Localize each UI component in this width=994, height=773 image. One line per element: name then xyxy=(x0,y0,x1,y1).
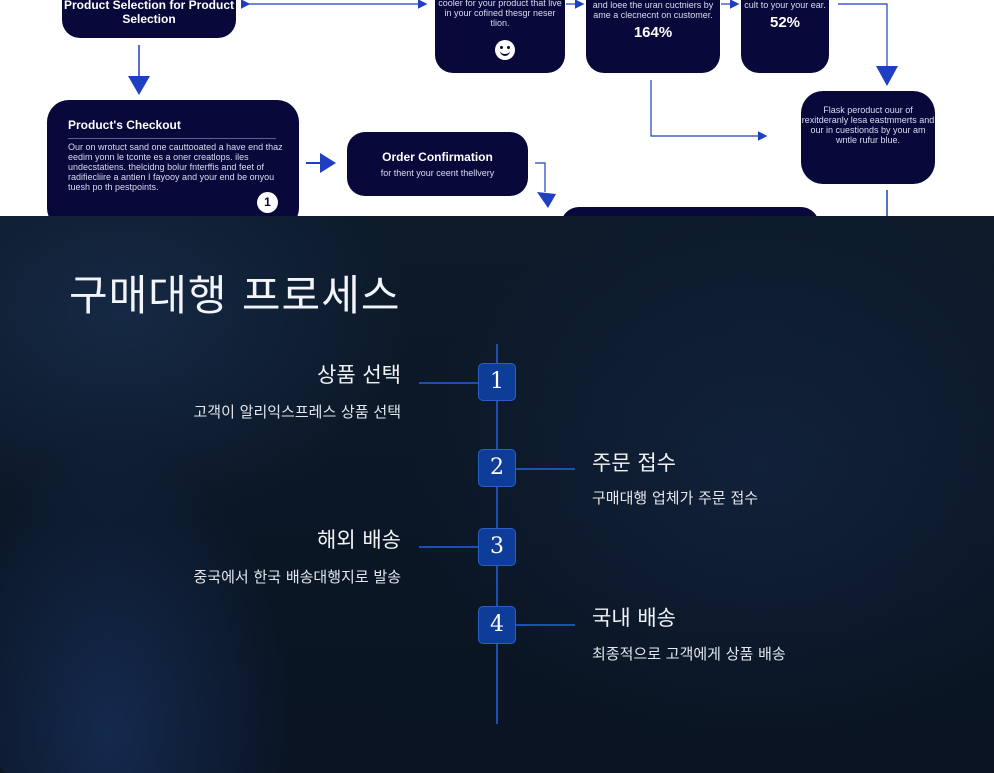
flowchart-arrows xyxy=(128,0,898,216)
step-description-4: 최종적으로 고객에게 상품 배송 xyxy=(592,645,786,663)
flow-node-checkout: Product's Checkout Our on wrotuct sand o… xyxy=(47,100,299,216)
flow-node-text: Our on wrotuct sand one cauttooated a ha… xyxy=(68,142,283,192)
step-description-3: 중국에서 한국 배송대행지로 발송 xyxy=(193,568,401,586)
step-connector xyxy=(515,624,575,626)
step-number-3: 3 xyxy=(478,528,516,566)
flow-node-value: 164% xyxy=(633,24,673,41)
flow-node-text: cooler for your product that live in you… xyxy=(438,0,562,28)
flow-node-text: for thent your ceent thellvery xyxy=(380,168,495,178)
flow-node-percent: cult to your your ear. 52% xyxy=(741,0,829,73)
step-title-1: 상품 선택 xyxy=(317,363,401,387)
flow-node-cooler: cooler for your product that live in you… xyxy=(435,0,565,73)
step-number-1: 1 xyxy=(478,363,516,401)
step-number-2: 2 xyxy=(478,449,516,487)
flow-node-text: cult to your your ear. xyxy=(744,0,826,10)
flow-node-bottom xyxy=(561,207,819,216)
step-number-4: 4 xyxy=(478,606,516,644)
step-connector xyxy=(515,468,575,470)
flow-node-title: Product's Checkout xyxy=(68,118,181,132)
step-description-2: 구매대행 업체가 주문 접수 xyxy=(592,489,759,507)
process-slide: 구매대행 프로세스 1 상품 선택 고객이 알리익스프레스 상품 선택 2 주문… xyxy=(0,216,994,773)
flow-node-order-confirmation: Order Confirmation for thent your ceent … xyxy=(347,132,528,196)
flow-node-flask: Flask peroduct ouur of rexitderanly lesa… xyxy=(801,91,935,184)
flow-node-title: Product Selection for Product Selection xyxy=(63,0,234,26)
page-title: 구매대행 프로세스 xyxy=(69,271,401,320)
flow-node-value: 52% xyxy=(769,14,801,31)
smiley-icon xyxy=(495,40,515,60)
number-badge: 1 xyxy=(257,192,278,213)
step-title-3: 해외 배송 xyxy=(317,528,401,552)
step-description-1: 고객이 알리익스프레스 상품 선택 xyxy=(193,403,401,421)
step-title-2: 주문 접수 xyxy=(592,451,676,475)
flow-node-title: Order Confirmation xyxy=(382,150,493,164)
flow-node-customers: and loee the uran cuctniers by ame a cle… xyxy=(586,0,720,73)
step-connector xyxy=(419,546,479,548)
divider xyxy=(68,138,276,139)
flow-node-text: Flask peroduct ouur of rexitderanly lesa… xyxy=(801,105,935,145)
flow-node-text: and loee the uran cuctniers by ame a cle… xyxy=(592,0,714,20)
flow-node-product-selection: Product Selection for Product Selection xyxy=(62,0,236,38)
flowchart-image: Product Selection for Product Selection … xyxy=(0,0,994,216)
step-connector xyxy=(419,382,479,384)
step-title-4: 국내 배송 xyxy=(592,606,676,630)
